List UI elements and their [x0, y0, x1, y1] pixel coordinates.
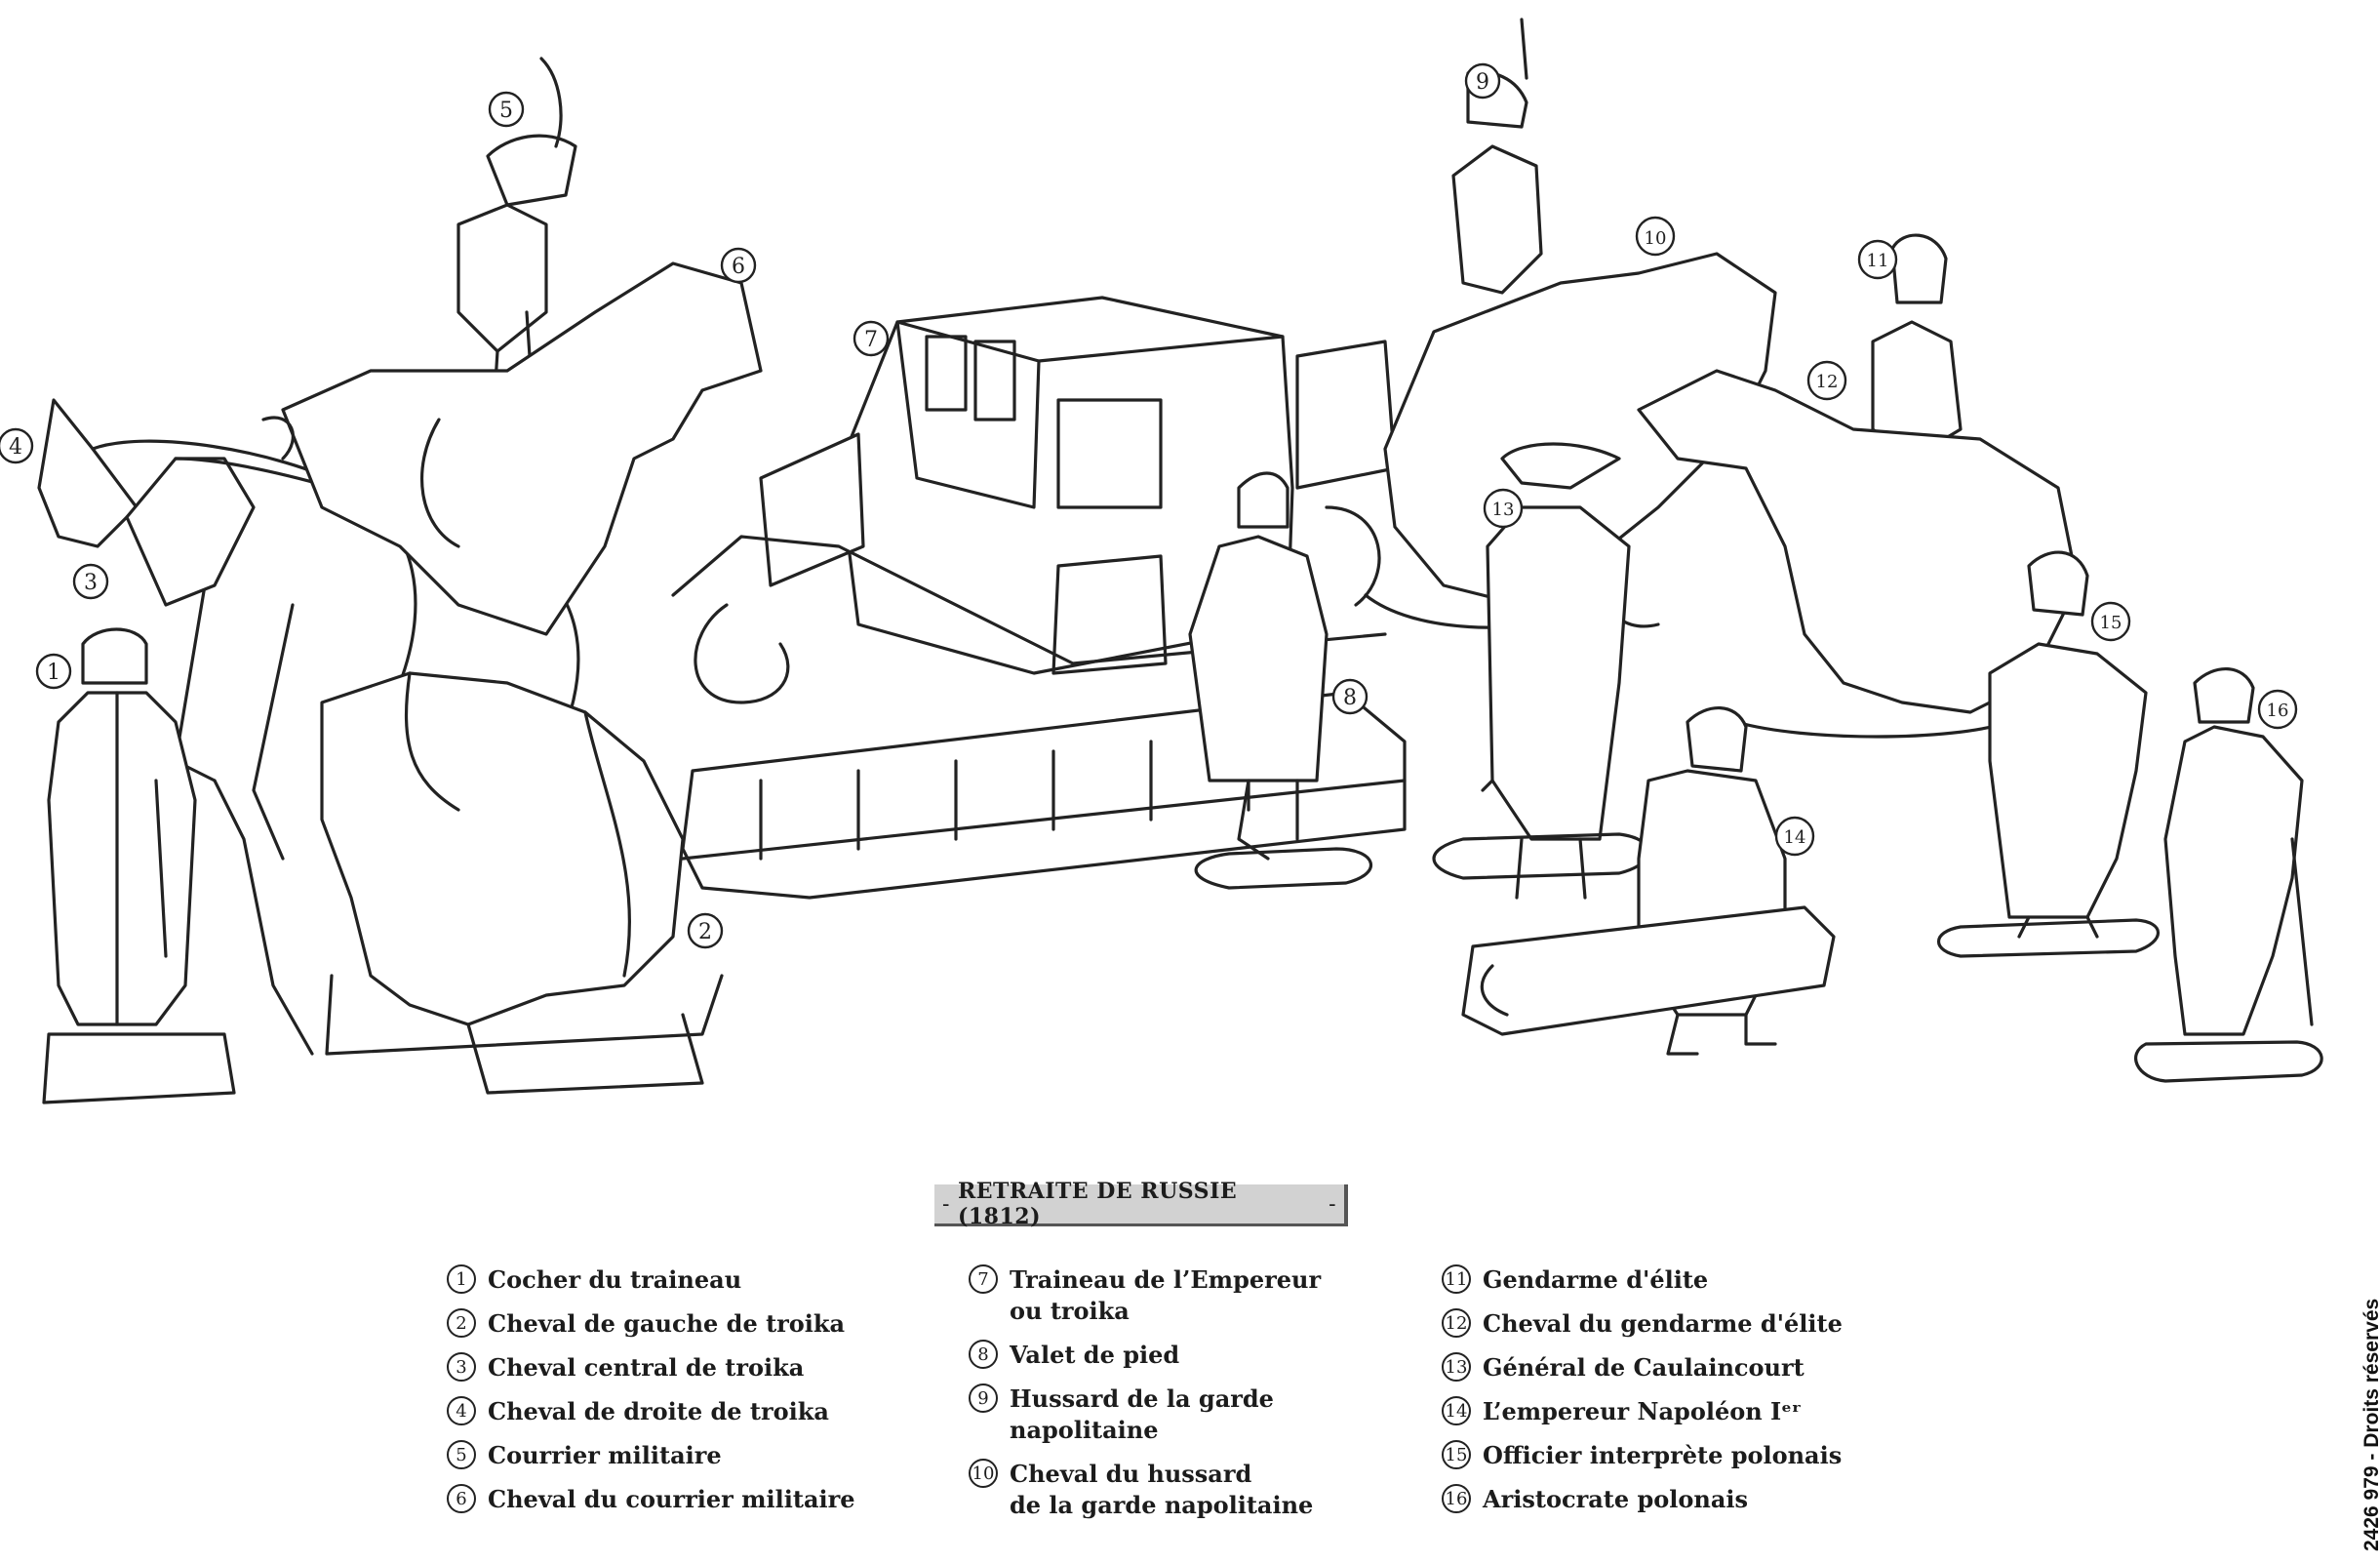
general-caulaincourt-figure: [1432, 442, 1650, 900]
callout-12: 12: [1806, 360, 1847, 401]
legend-number: 7: [969, 1264, 998, 1294]
legend-label: Traineau de l’Empereur ou troika: [1010, 1265, 1322, 1325]
svg-text:16: 16: [2267, 701, 2289, 721]
legend-number: 5: [447, 1440, 476, 1469]
legend-label: Général de Caulaincourt: [1483, 1353, 1805, 1382]
callout-11: 11: [1857, 239, 1898, 280]
callout-3: 3: [72, 563, 109, 600]
callout-5: 5: [488, 91, 525, 128]
legend-item: 9 Hussard de la garde napolitaine: [969, 1384, 1321, 1446]
svg-text:1: 1: [47, 661, 60, 685]
legend-label: Cheval de droite de troika: [488, 1397, 829, 1425]
legend-item: 12 Cheval du gendarme d'élite: [1442, 1308, 1843, 1340]
legend-number: 4: [447, 1396, 476, 1425]
callout-8: 8: [1331, 678, 1368, 715]
legend-number: 10: [969, 1459, 998, 1488]
svg-text:13: 13: [1492, 500, 1515, 520]
title-banner: - RETRAITE DE RUSSIE (1812) -: [934, 1179, 1348, 1229]
svg-text:8: 8: [1343, 686, 1357, 710]
legend-item: 16 Aristocrate polonais: [1442, 1484, 1843, 1515]
polish-aristocrat-figure: [2134, 667, 2323, 1083]
svg-text:2: 2: [698, 920, 712, 944]
callout-4: 4: [0, 427, 34, 464]
callout-6: 6: [720, 247, 757, 284]
legend-item: 2 Cheval de gauche de troika: [447, 1308, 855, 1340]
legend-label: L’empereur Napoléon Iᵉʳ: [1483, 1397, 1802, 1425]
legend-item: 8 Valet de pied: [969, 1340, 1321, 1371]
title-right-mark: -: [1329, 1191, 1336, 1217]
svg-text:6: 6: [732, 255, 745, 279]
figurine-illustration: 1 2 3 4 5 6 7 8 9 10 11 12 13 14 15 16: [0, 18, 2323, 1104]
legend-number: 16: [1442, 1484, 1471, 1513]
callout-2: 2: [687, 912, 724, 949]
legend-label: Cheval du gendarme d'élite: [1483, 1309, 1843, 1338]
callout-16: 16: [2257, 689, 2298, 730]
callout-14: 14: [1774, 816, 1815, 857]
legend-item: 10 Cheval du hussard de la garde napolita…: [969, 1459, 1321, 1521]
svg-text:15: 15: [2100, 613, 2122, 633]
legend-item: 5 Courrier militaire: [447, 1440, 855, 1471]
legend-item: 4 Cheval de droite de troika: [447, 1396, 855, 1427]
napoleon-figure: [1461, 706, 1836, 1056]
gendarme-figure: [1637, 233, 2080, 739]
legend-number: 1: [447, 1264, 476, 1294]
legend-item: 3 Cheval central de troika: [447, 1352, 855, 1384]
svg-text:12: 12: [1816, 372, 1839, 392]
svg-text:14: 14: [1784, 827, 1806, 848]
legend-column-3: 11 Gendarme d'élite 12 Cheval du gendarme …: [1442, 1264, 1843, 1528]
legend-item: 1 Cocher du traineau: [447, 1264, 855, 1296]
callout-7: 7: [853, 320, 890, 357]
legend-number: 3: [447, 1352, 476, 1382]
footman-figure: [1188, 471, 1373, 890]
polish-officer-figure: [1937, 550, 2161, 958]
legend-label: Gendarme d'élite: [1483, 1265, 1709, 1294]
legend-item: 6 Cheval du courrier militaire: [447, 1484, 855, 1515]
svg-text:11: 11: [1867, 251, 1889, 271]
legend-item: 13 Général de Caulaincourt: [1442, 1352, 1843, 1384]
callout-1: 1: [35, 653, 72, 690]
legend-item: 11 Gendarme d'élite: [1442, 1264, 1843, 1296]
copyright-notice: 2426 979 - Droits réservés: [2360, 1298, 2380, 1551]
callout-9: 9: [1464, 62, 1501, 100]
legend-label: Cocher du traineau: [488, 1265, 742, 1294]
legend-number: 8: [969, 1340, 998, 1369]
legend-column-2: 7 Traineau de l’Empereur ou troika 8 Valet…: [969, 1264, 1321, 1534]
legend-item: 14 L’empereur Napoléon Iᵉʳ: [1442, 1396, 1843, 1427]
legend-number: 14: [1442, 1396, 1471, 1425]
coachman-figure: [42, 627, 236, 1104]
legend-item: 15 Officier interprète polonais: [1442, 1440, 1843, 1471]
legend-number: 12: [1442, 1308, 1471, 1338]
legend-label: Hussard de la garde napolitaine: [1010, 1384, 1274, 1444]
svg-text:3: 3: [84, 571, 98, 595]
page-title: RETRAITE DE RUSSIE (1812): [957, 1179, 1238, 1229]
svg-text:9: 9: [1476, 70, 1489, 95]
legend-label: Cheval de gauche de troika: [488, 1309, 846, 1338]
courier-figure: [261, 57, 763, 636]
svg-text:5: 5: [499, 99, 513, 123]
svg-text:10: 10: [1645, 228, 1667, 249]
callout-15: 15: [2090, 601, 2131, 642]
callout-10: 10: [1635, 216, 1676, 257]
legend-label: Officier interprète polonais: [1483, 1441, 1843, 1469]
legend-label: Cheval du courrier militaire: [488, 1485, 855, 1513]
legend-label: Valet de pied: [1010, 1341, 1180, 1369]
legend-number: 11: [1442, 1264, 1471, 1294]
legend-number: 6: [447, 1484, 476, 1513]
legend-number: 2: [447, 1308, 476, 1338]
legend-number: 13: [1442, 1352, 1471, 1382]
legend-label: Aristocrate polonais: [1483, 1485, 1749, 1513]
title-left-mark: -: [942, 1191, 950, 1217]
legend-label: Cheval central de troika: [488, 1353, 805, 1382]
legend-label: Courrier militaire: [488, 1441, 722, 1469]
legend-item: 7 Traineau de l’Empereur ou troika: [969, 1264, 1321, 1327]
callout-13: 13: [1483, 488, 1524, 529]
svg-text:7: 7: [864, 328, 878, 352]
troika-horses: [37, 398, 724, 1095]
svg-text:4: 4: [9, 435, 22, 460]
legend-label: Cheval du hussard de la garde napolitain…: [1010, 1460, 1314, 1519]
legend-column-1: 1 Cocher du traineau 2 Cheval de gauche de…: [447, 1264, 855, 1528]
legend-number: 15: [1442, 1440, 1471, 1469]
legend-number: 9: [969, 1384, 998, 1413]
sleigh-figure: [671, 296, 1407, 900]
